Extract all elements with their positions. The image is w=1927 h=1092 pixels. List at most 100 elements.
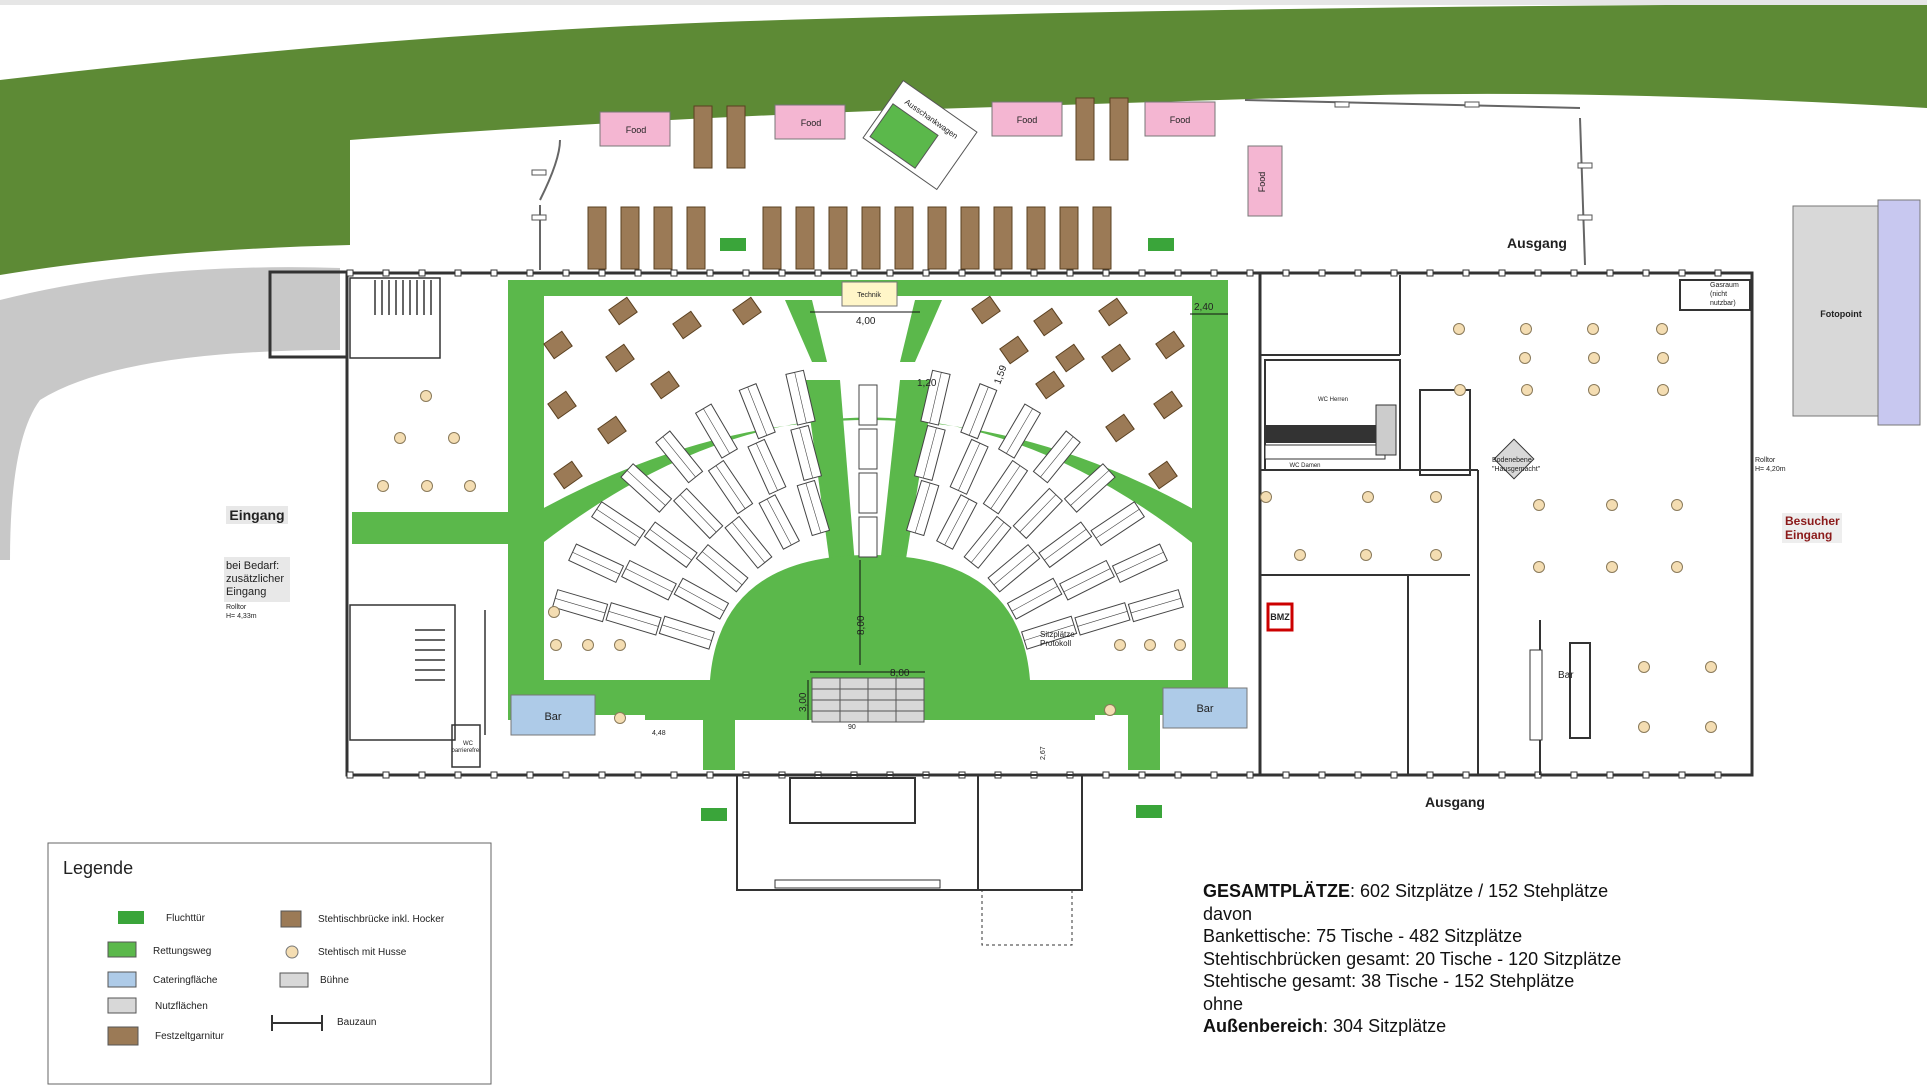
banquet-table-line [1077,611,1128,627]
wall-post [526,269,534,277]
stehtisch [1430,549,1442,561]
escape-routes [352,280,1228,770]
wc-fixtures [1264,404,1397,460]
wall-post [418,269,426,277]
stehtisch [1656,323,1668,335]
wall-post [958,269,966,277]
wall-post [922,269,930,277]
fotopoint: Fotopoint [1792,199,1921,426]
wall-post [670,771,678,779]
stehtischbruecke [650,370,680,400]
wall-post [1606,269,1614,277]
banquet-table [913,424,946,481]
stehtisch [1453,323,1465,335]
banquet-table-line [805,483,822,534]
wall-post [814,269,822,277]
banquet-tables [552,369,1184,650]
svg-text:4,48: 4,48 [652,730,666,737]
wall-post [346,269,354,277]
wall-post [1030,269,1038,277]
banquet-table-line [993,551,1035,586]
stehtisch [421,480,433,492]
svg-text:bei Bedarf:: bei Bedarf: [226,560,279,572]
wall-post [1246,269,1254,277]
banquet-table-line [923,427,937,479]
wall-post [1462,771,1470,779]
stehtischbruecke [605,343,635,373]
exit-signs [701,238,1174,821]
svg-text:8,00: 8,00 [856,615,867,635]
banquet-table-line [626,470,666,506]
escape-route-right [1192,280,1228,720]
svg-text:Bodenebene: Bodenebene [1492,457,1532,464]
svg-text:4,00: 4,00 [856,316,876,327]
wall-post [1426,771,1434,779]
svg-text:1,59: 1,59 [992,364,1009,386]
wall-post [598,771,606,779]
banquet-table-line [766,498,792,546]
brown-swatch [107,1026,139,1046]
wall-post [1318,269,1326,277]
banquet-table [1063,463,1116,513]
food-stand-1 [599,111,671,147]
stehtisch [1174,639,1186,651]
stehtisch [1606,499,1618,511]
stehtisch [1671,561,1683,573]
banquet-table-line [555,598,606,614]
stage-swatch [279,972,309,988]
wall-post [1498,269,1506,277]
wall-post [1102,269,1110,277]
wall-post [454,269,462,277]
wall-post [1570,269,1578,277]
stehtischbruecke [1155,330,1185,360]
svg-text:Food: Food [626,125,647,135]
banquet-table [997,403,1042,459]
escape-route-left [508,280,544,720]
wall-post [886,269,894,277]
seating-summary: GESAMTPLÄTZE: 602 Sitzplätze / 152 Stehp… [1203,880,1763,1038]
exit-sign-icon [118,911,144,924]
banquet-table [568,543,625,584]
banquet-table [707,459,754,515]
svg-text:(nicht: (nicht [1710,291,1727,298]
stehtischbruecke [1105,413,1135,443]
banquet-table-line [929,372,942,424]
banquet-table [643,521,698,569]
wall-post [1714,771,1722,779]
svg-text:Stehtisch mit Husse: Stehtisch mit Husse [318,947,407,958]
svg-text:Rolltor: Rolltor [226,604,247,611]
lower-rooms [736,774,1083,946]
svg-text:Gasraum: Gasraum [1710,282,1739,289]
wall-post [562,771,570,779]
stehtischbruecke [547,390,577,420]
wall-post [1426,269,1434,277]
banquet-table-line [661,624,712,641]
banquet-table-line [1044,529,1087,561]
exit-sign-icon [720,238,746,251]
banquet-table-line [572,551,620,575]
banquet-table-line [701,551,743,586]
wall-post [634,269,642,277]
banquet-table-line [799,427,813,479]
fence-icon [271,1015,323,1031]
wall-post [1318,771,1326,779]
escape-route-aisle-left [805,380,855,565]
stehtisch [1454,384,1466,396]
banquet-table [1038,521,1093,569]
wall-post [1354,771,1362,779]
banquet-table [672,487,724,540]
wall-post [706,269,714,277]
banquet-table-line [1006,408,1033,454]
wall-post [1534,269,1542,277]
stehtischbruecke [543,330,573,360]
banquet-table [673,577,730,620]
stehtisch [464,480,476,492]
svg-text:Food: Food [1017,115,1038,125]
banquet-table [605,602,662,636]
banquet-table-top [858,472,878,514]
stehtisch [1362,491,1374,503]
stehtischbruecke [672,310,702,340]
stehtisch [1533,499,1545,511]
banquet-table-top [858,384,878,426]
right-bar: Bar [1529,642,1591,741]
